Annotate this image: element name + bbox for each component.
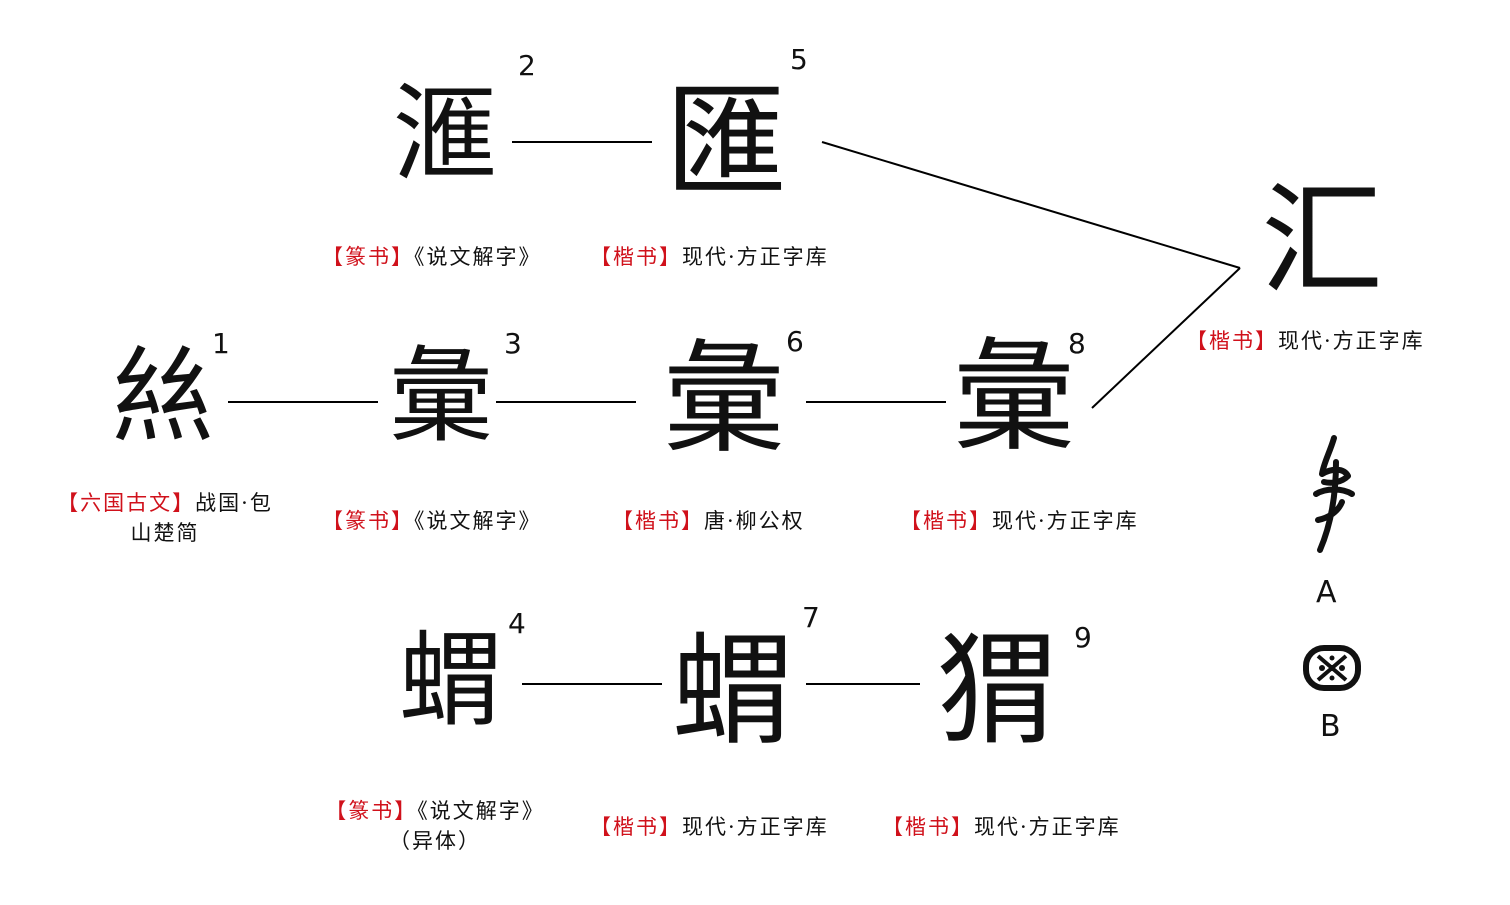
glyph-7: 蝟 [672, 620, 794, 762]
caption-7: 【楷书】现代·方正字库 [590, 812, 829, 842]
number-2: 2 [518, 49, 536, 82]
caption-5-source: 现代·方正字库 [682, 245, 829, 269]
caption-6-script: 【楷书】 [612, 509, 704, 533]
glyph-9: 猬 [936, 620, 1058, 762]
caption-3: 【篆书】《说文解字》 [322, 506, 542, 536]
caption-hui-source: 现代·方正字库 [1278, 329, 1425, 353]
component-b-label: B [1320, 709, 1341, 744]
caption-8-script: 【楷书】 [900, 509, 992, 533]
caption-5: 【楷书】现代·方正字库 [590, 242, 829, 272]
number-9: 9 [1074, 621, 1092, 654]
caption-1: 【六国古文】战国·包 山楚简 [30, 488, 300, 548]
number-5: 5 [790, 43, 808, 76]
number-6: 6 [786, 325, 804, 358]
caption-1-source-cont: 山楚简 [130, 521, 200, 545]
caption-4-source: 《说文解字》 [417, 799, 545, 823]
caption-hui: 【楷书】现代·方正字库 [1186, 326, 1425, 356]
caption-1-source: 战国·包 [195, 491, 273, 515]
number-8: 8 [1068, 327, 1086, 360]
caption-7-source: 现代·方正字库 [682, 815, 829, 839]
caption-9-script: 【楷书】 [882, 815, 974, 839]
glyph-8: 彙 [953, 326, 1075, 468]
glyph-hui: 汇 [1261, 170, 1383, 312]
number-7: 7 [802, 601, 820, 634]
component-a-label: A [1316, 575, 1337, 610]
glyph-1: 𢇁 [110, 335, 215, 457]
glyph-2: 滙 [392, 73, 497, 195]
caption-4-source-cont: （异体） [389, 829, 481, 853]
caption-9-source: 现代·方正字库 [974, 815, 1121, 839]
glyph-3: 彙 [388, 335, 493, 457]
caption-5-script: 【楷书】 [590, 245, 682, 269]
glyph-4: 蝟 [398, 619, 503, 741]
caption-hui-script: 【楷书】 [1186, 329, 1278, 353]
component-a-glyph [1313, 435, 1355, 553]
caption-3-script: 【篆书】 [322, 509, 414, 533]
caption-4-script: 【篆书】 [325, 799, 418, 823]
caption-8-source: 现代·方正字库 [992, 509, 1139, 533]
component-b-glyph [1303, 645, 1361, 691]
caption-7-script: 【楷书】 [590, 815, 682, 839]
caption-6: 【楷书】唐·柳公权 [612, 506, 805, 536]
number-1: 1 [212, 327, 230, 360]
number-4: 4 [508, 607, 526, 640]
caption-6-source: 唐·柳公权 [704, 509, 805, 533]
caption-8: 【楷书】现代·方正字库 [900, 506, 1139, 536]
link-8-hui [1091, 267, 1241, 409]
glyph-5: 匯 [665, 72, 787, 214]
caption-3-source: 《说文解字》 [414, 509, 542, 533]
glyph-6: 彙 [663, 328, 785, 470]
number-3: 3 [504, 327, 522, 360]
link-5-hui [821, 141, 1241, 269]
caption-2-script: 【篆书】 [322, 245, 414, 269]
caption-1-script: 【六国古文】 [57, 491, 196, 515]
caption-2: 【篆书】《说文解字》 [322, 242, 542, 272]
caption-9: 【楷书】现代·方正字库 [882, 812, 1121, 842]
caption-4: 【篆书】《说文解字》 （异体） [300, 796, 570, 856]
caption-2-source: 《说文解字》 [414, 245, 542, 269]
